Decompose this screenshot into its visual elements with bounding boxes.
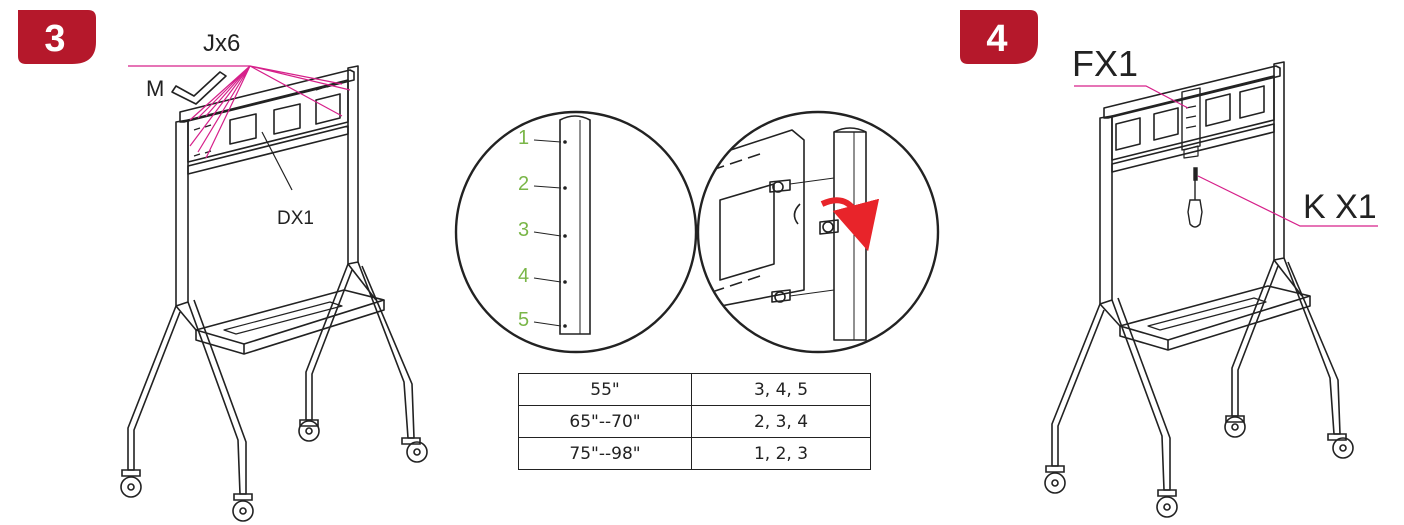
step4-stand [1051,61,1341,491]
screen-size-table: 55" 3, 4, 5 65"--70" 2, 3, 4 75"--98" 1,… [518,373,871,470]
caster-wheel-icon [1156,489,1178,518]
rotate-arrow-icon [820,197,880,252]
dx1-label: DX1 [277,208,314,229]
step4-badge: 4 [960,10,1038,64]
hole-number-4: 4 [518,265,529,287]
caster-wheel-icon [401,437,428,463]
caster-wheel-icon [1327,433,1354,459]
detail-circle-holes [454,110,698,354]
holes-cell: 3, 4, 5 [691,373,871,406]
size-cell: 55" [518,373,692,406]
size-cell: 65"--70" [518,405,692,438]
detail-circle-hook [696,110,940,354]
jx6-callout-lines [128,65,351,159]
jx6-label: Jx6 [203,30,240,57]
holes-cell: 2, 3, 4 [691,405,871,438]
hole-number-1: 1 [518,127,529,149]
caster-wheel-icon [298,419,320,442]
hole-number-2: 2 [518,173,529,195]
table-row: 65"--70" 2, 3, 4 [518,405,871,438]
table-row: 55" 3, 4, 5 [518,373,871,406]
step3-stand [127,65,415,495]
caster-wheel-icon [1224,415,1246,438]
kx1-label: K X1 [1303,188,1377,226]
fx1-leader [1074,85,1189,109]
hole-number-3: 3 [518,219,529,241]
size-cell: 75"--98" [518,437,692,470]
m-label: M [146,76,164,101]
fx1-label: FX1 [1072,43,1138,84]
kx1-leader [1197,175,1378,227]
caster-wheel-icon [1044,465,1066,494]
caster-wheel-icon [120,469,142,498]
screen-size-table-wrap: 55" 3, 4, 5 65"--70" 2, 3, 4 75"--98" 1,… [518,373,871,470]
hex-key-icon [171,71,227,105]
holes-cell: 1, 2, 3 [691,437,871,470]
hole-number-5: 5 [518,309,529,331]
table-row: 75"--98" 1, 2, 3 [518,437,871,470]
step3-badge: 3 [18,10,96,64]
screwdriver-icon [1187,167,1203,228]
step4-badge-number: 4 [986,18,1007,60]
step3-badge-number: 3 [44,18,65,60]
caster-wheel-icon [232,493,254,522]
dx1-leader [261,131,293,191]
